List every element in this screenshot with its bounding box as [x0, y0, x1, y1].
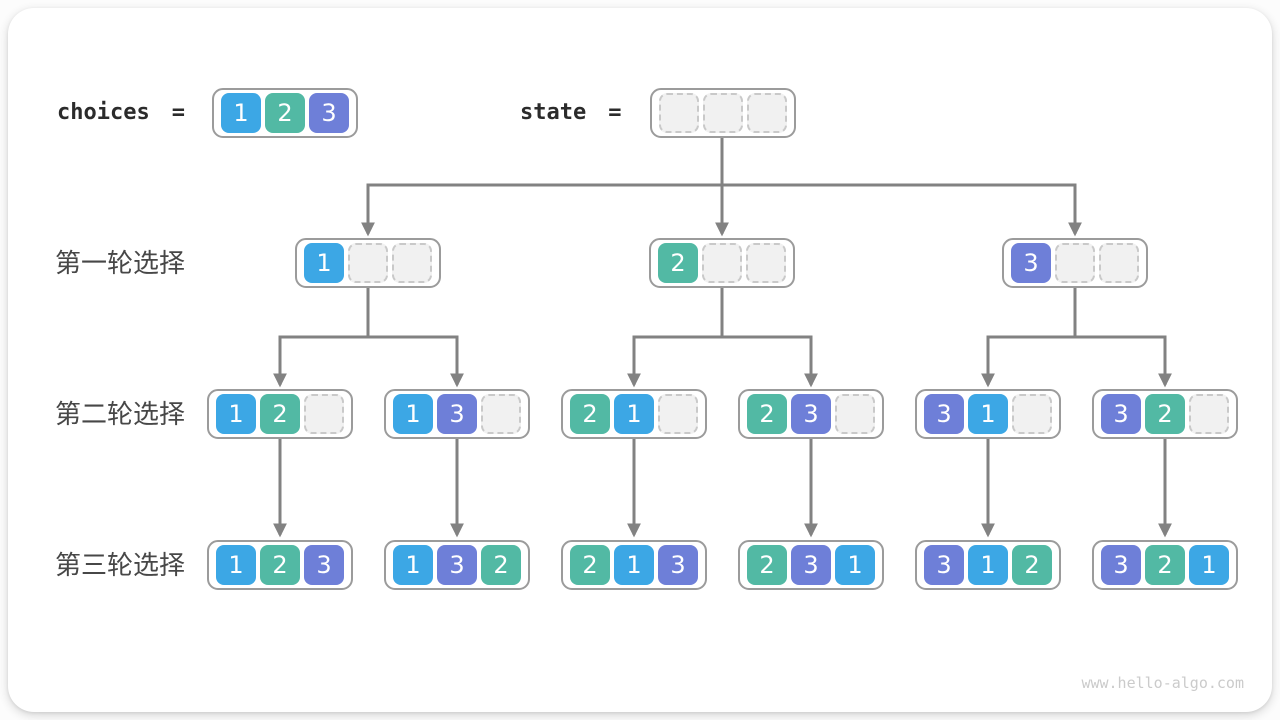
- empty-cell: [658, 394, 698, 434]
- value-cell: 1: [216, 394, 256, 434]
- choices-label: choices: [57, 99, 150, 125]
- value-cell: 3: [924, 545, 964, 585]
- value-cell: 2: [1145, 394, 1185, 434]
- empty-cell: [304, 394, 344, 434]
- empty-cell: [481, 394, 521, 434]
- state-node: 2: [649, 238, 795, 288]
- empty-cell: [659, 93, 699, 133]
- value-cell: 2: [481, 545, 521, 585]
- value-cell: 1: [221, 93, 261, 133]
- empty-cell: [835, 394, 875, 434]
- empty-cell: [702, 243, 742, 283]
- value-cell: 3: [791, 545, 831, 585]
- value-cell: 1: [968, 394, 1008, 434]
- empty-cell: [348, 243, 388, 283]
- value-cell: 1: [304, 243, 344, 283]
- equals-sign: =: [171, 99, 185, 125]
- state-node: 3: [1002, 238, 1148, 288]
- value-cell: 1: [614, 545, 654, 585]
- value-cell: 3: [924, 394, 964, 434]
- value-cell: 2: [260, 545, 300, 585]
- equals-sign: =: [608, 99, 622, 125]
- value-cell: 1: [835, 545, 875, 585]
- value-cell: 1: [216, 545, 256, 585]
- empty-cell: [392, 243, 432, 283]
- round-3-label: 第三轮选择: [55, 551, 186, 581]
- value-cell: 3: [309, 93, 349, 133]
- value-cell: 3: [1101, 545, 1141, 585]
- empty-cell: [1055, 243, 1095, 283]
- value-cell: 2: [747, 394, 787, 434]
- value-cell: 3: [437, 394, 477, 434]
- value-cell: 2: [658, 243, 698, 283]
- value-cell: 1: [1189, 545, 1229, 585]
- value-cell: 2: [265, 93, 305, 133]
- value-cell: 3: [1101, 394, 1141, 434]
- value-cell: 2: [570, 545, 610, 585]
- empty-cell: [746, 243, 786, 283]
- round-1-label: 第一轮选择: [55, 249, 186, 279]
- state-node: 1: [295, 238, 441, 288]
- empty-cell: [1189, 394, 1229, 434]
- value-cell: 1: [393, 394, 433, 434]
- value-cell: 3: [791, 394, 831, 434]
- value-cell: 3: [1011, 243, 1051, 283]
- watermark: www.hello-algo.com: [1081, 674, 1244, 692]
- value-cell: 3: [437, 545, 477, 585]
- state-legend: state =: [520, 88, 621, 136]
- state-label: state: [520, 99, 587, 125]
- choices-legend: choices =: [57, 88, 185, 136]
- value-cell: 1: [614, 394, 654, 434]
- value-cell: 1: [393, 545, 433, 585]
- value-cell: 2: [1012, 545, 1052, 585]
- value-cell: 3: [658, 545, 698, 585]
- value-cell: 3: [304, 545, 344, 585]
- empty-cell: [1012, 394, 1052, 434]
- value-cell: 1: [968, 545, 1008, 585]
- value-cell: 2: [260, 394, 300, 434]
- state-array-root: [650, 88, 796, 138]
- empty-cell: [703, 93, 743, 133]
- empty-cell: [1099, 243, 1139, 283]
- empty-cell: [747, 93, 787, 133]
- value-cell: 2: [570, 394, 610, 434]
- value-cell: 2: [1145, 545, 1185, 585]
- round-2-label: 第二轮选择: [55, 400, 186, 430]
- value-cell: 2: [747, 545, 787, 585]
